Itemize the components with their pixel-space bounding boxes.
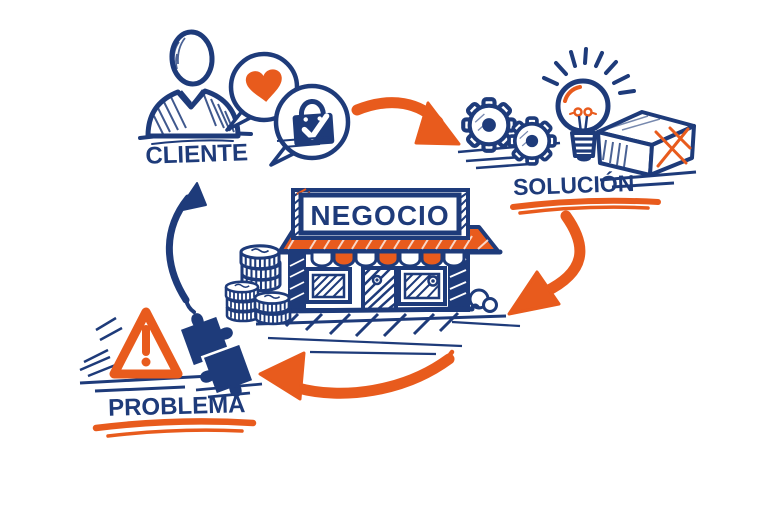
coin-stacks-icon [224, 244, 292, 326]
storefront-right-door [397, 266, 447, 306]
speech-bubble-shopping-bag [269, 83, 351, 167]
arrow-problema-to-cliente [165, 182, 207, 314]
node-negocio: NEGOCIO [224, 188, 521, 356]
heart-icon [245, 69, 282, 102]
storefront-left-window [305, 267, 352, 304]
arrow-negocio-to-problema [258, 349, 455, 401]
label-solucion: SOLUCIÓN [513, 169, 635, 200]
storefront-sign: NEGOCIO [291, 188, 470, 240]
gears-icon [457, 99, 561, 170]
storefront-awning [310, 250, 466, 268]
warning-triangle-icon [79, 307, 211, 393]
box-icon [596, 110, 697, 189]
storefront-left-pillar [288, 252, 306, 311]
node-solucion: SOLUCIÓN [457, 47, 697, 215]
underline-solucion [510, 197, 661, 215]
arrow-solucion-to-negocio [507, 210, 586, 316]
lightbulb-icon [542, 47, 636, 162]
puzzle-pieces-icon [174, 300, 263, 410]
label-problema: PROBLEMA [108, 391, 246, 422]
storefront-center-door [361, 266, 398, 312]
label-cliente: CLIENTE [145, 139, 249, 170]
arrow-cliente-to-solucion [351, 97, 461, 146]
underline-problema [92, 418, 257, 438]
sign-text-negocio: NEGOCIO [310, 200, 449, 231]
storefront-ground [255, 311, 521, 356]
storefront-icon: NEGOCIO [255, 188, 521, 356]
node-problema: PROBLEMA [79, 300, 263, 438]
node-cliente: CLIENTE [138, 29, 351, 170]
